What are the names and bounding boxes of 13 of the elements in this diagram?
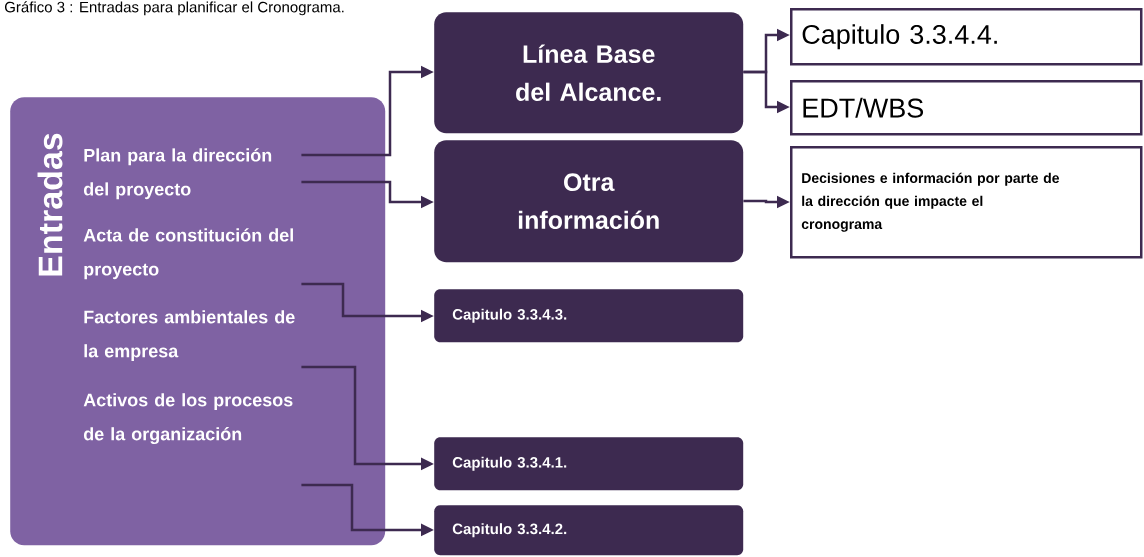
process-box: Línea Base del Alcance.	[434, 12, 744, 134]
chapter-box: Capitulo 3.3.4.1.	[434, 437, 744, 491]
input-item: Factores ambientales de la empresa	[84, 310, 295, 361]
output-box: Decisiones e información por parte de la dirección que impacte el cronograma	[790, 146, 1143, 259]
input-item: Activos de los procesos de la organización	[83, 393, 293, 445]
input-item: Plan para la dirección del proyecto	[83, 148, 272, 200]
title: Gráfico 3 : Entradas para planificar el Cronograma.	[4, 1, 344, 16]
input-item: Acta de constitución del proyecto	[83, 228, 293, 280]
output-box: EDT/WBS	[790, 80, 1143, 136]
chapter-box: Capitulo 3.3.4.2.	[434, 505, 744, 556]
process-box: Otra información	[434, 140, 744, 263]
chapter-box: Capitulo 3.3.4.3.	[434, 289, 744, 343]
output-box: Capitulo 3.3.4.4.	[790, 8, 1143, 66]
